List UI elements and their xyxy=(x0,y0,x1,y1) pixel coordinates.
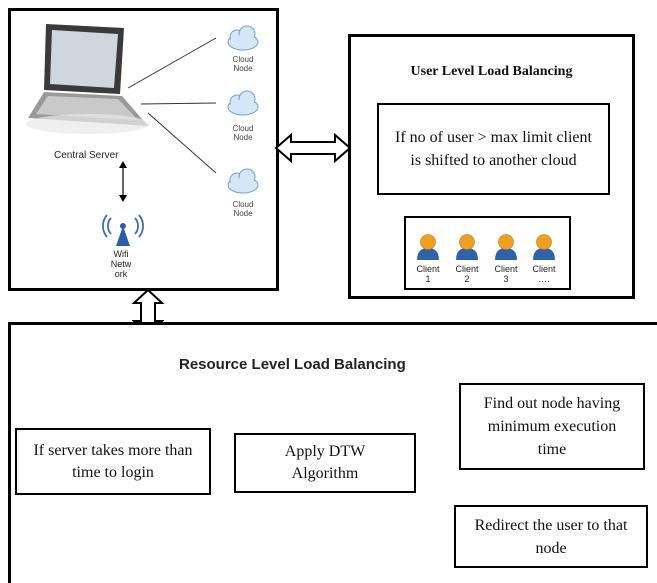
find-node-text: Find out node having minimum execution t… xyxy=(483,395,621,458)
dtw-algorithm-box: Apply DTW Algorithm xyxy=(234,433,416,493)
cloud-node-label: Cloud Node xyxy=(232,200,254,218)
network-diagram xyxy=(26,24,259,246)
wifi-tower-icon xyxy=(102,214,144,246)
user-limit-rule-box: If no of user > max limit client is shif… xyxy=(377,103,610,195)
user-level-title: User Level Load Balancing xyxy=(410,64,573,79)
double-arrow-horizontal xyxy=(274,132,352,164)
cloud-node-label: Cloud Node xyxy=(232,55,254,73)
client-label: Client …. xyxy=(532,264,556,284)
redirect-user-box: Redirect the user to that node xyxy=(454,505,648,568)
cloud-icon xyxy=(227,168,259,194)
redirect-user-text: Redirect the user to that node xyxy=(474,516,628,557)
laptop-icon xyxy=(26,24,150,134)
wifi-label: Wifi Netw ork xyxy=(110,249,132,279)
clients-icons xyxy=(417,234,555,260)
cloud-icon xyxy=(227,25,259,51)
link-line xyxy=(127,37,217,89)
user-avatar-icon xyxy=(456,234,478,260)
cloud-node-label: Cloud Node xyxy=(232,124,254,142)
user-avatar-icon xyxy=(417,234,439,260)
link-line xyxy=(140,102,217,105)
client-label: Client 1 xyxy=(416,264,440,284)
user-limit-rule-text: If no of user > max limit client is shif… xyxy=(395,129,592,169)
user-avatar-icon xyxy=(533,234,555,260)
user-avatar-icon xyxy=(495,234,517,260)
client-label: Client 3 xyxy=(494,264,518,284)
dtw-algorithm-text: Apply DTW Algorithm xyxy=(284,443,366,482)
login-time-box: If server takes more than time to login xyxy=(15,428,211,495)
login-time-text: If server takes more than time to login xyxy=(33,441,193,481)
find-node-box: Find out node having minimum execution t… xyxy=(459,383,645,470)
cloud-icon xyxy=(227,90,259,116)
client-label: Client 2 xyxy=(455,264,479,284)
resource-level-title: Resource Level Load Balancing xyxy=(179,356,406,373)
server-label: Central Server xyxy=(54,150,119,161)
link-line xyxy=(147,112,217,174)
